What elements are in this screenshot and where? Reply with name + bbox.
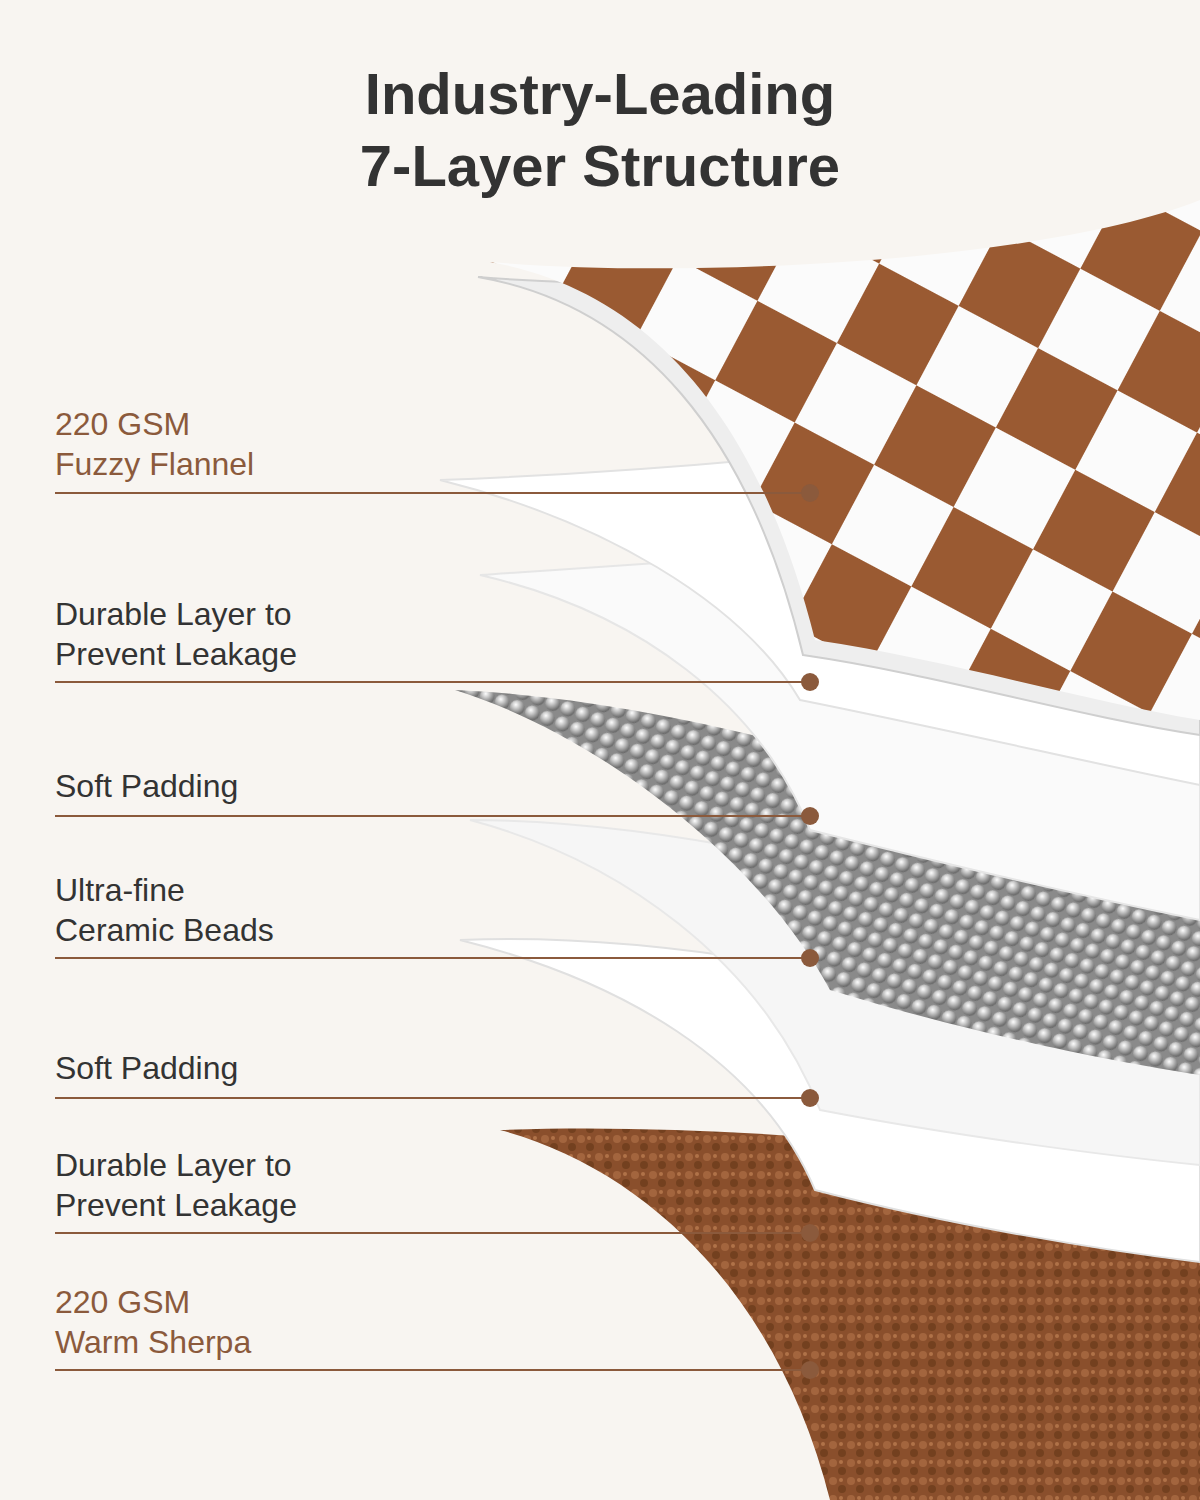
layer-label: Ultra-fine Ceramic Beads <box>55 870 287 950</box>
layer-label: Soft Padding <box>55 1048 238 1088</box>
layer-label: Soft Padding <box>55 766 238 806</box>
layer-label: Durable Layer to Prevent Leakage <box>55 594 305 674</box>
layer-label: 220 GSM Warm Sherpa <box>55 1282 270 1362</box>
layer-label: Durable Layer to Prevent Leakage <box>55 1145 305 1225</box>
layer-label: 220 GSM Fuzzy Flannel <box>55 404 270 484</box>
title: Industry-Leading 7-Layer Structure <box>345 58 855 202</box>
